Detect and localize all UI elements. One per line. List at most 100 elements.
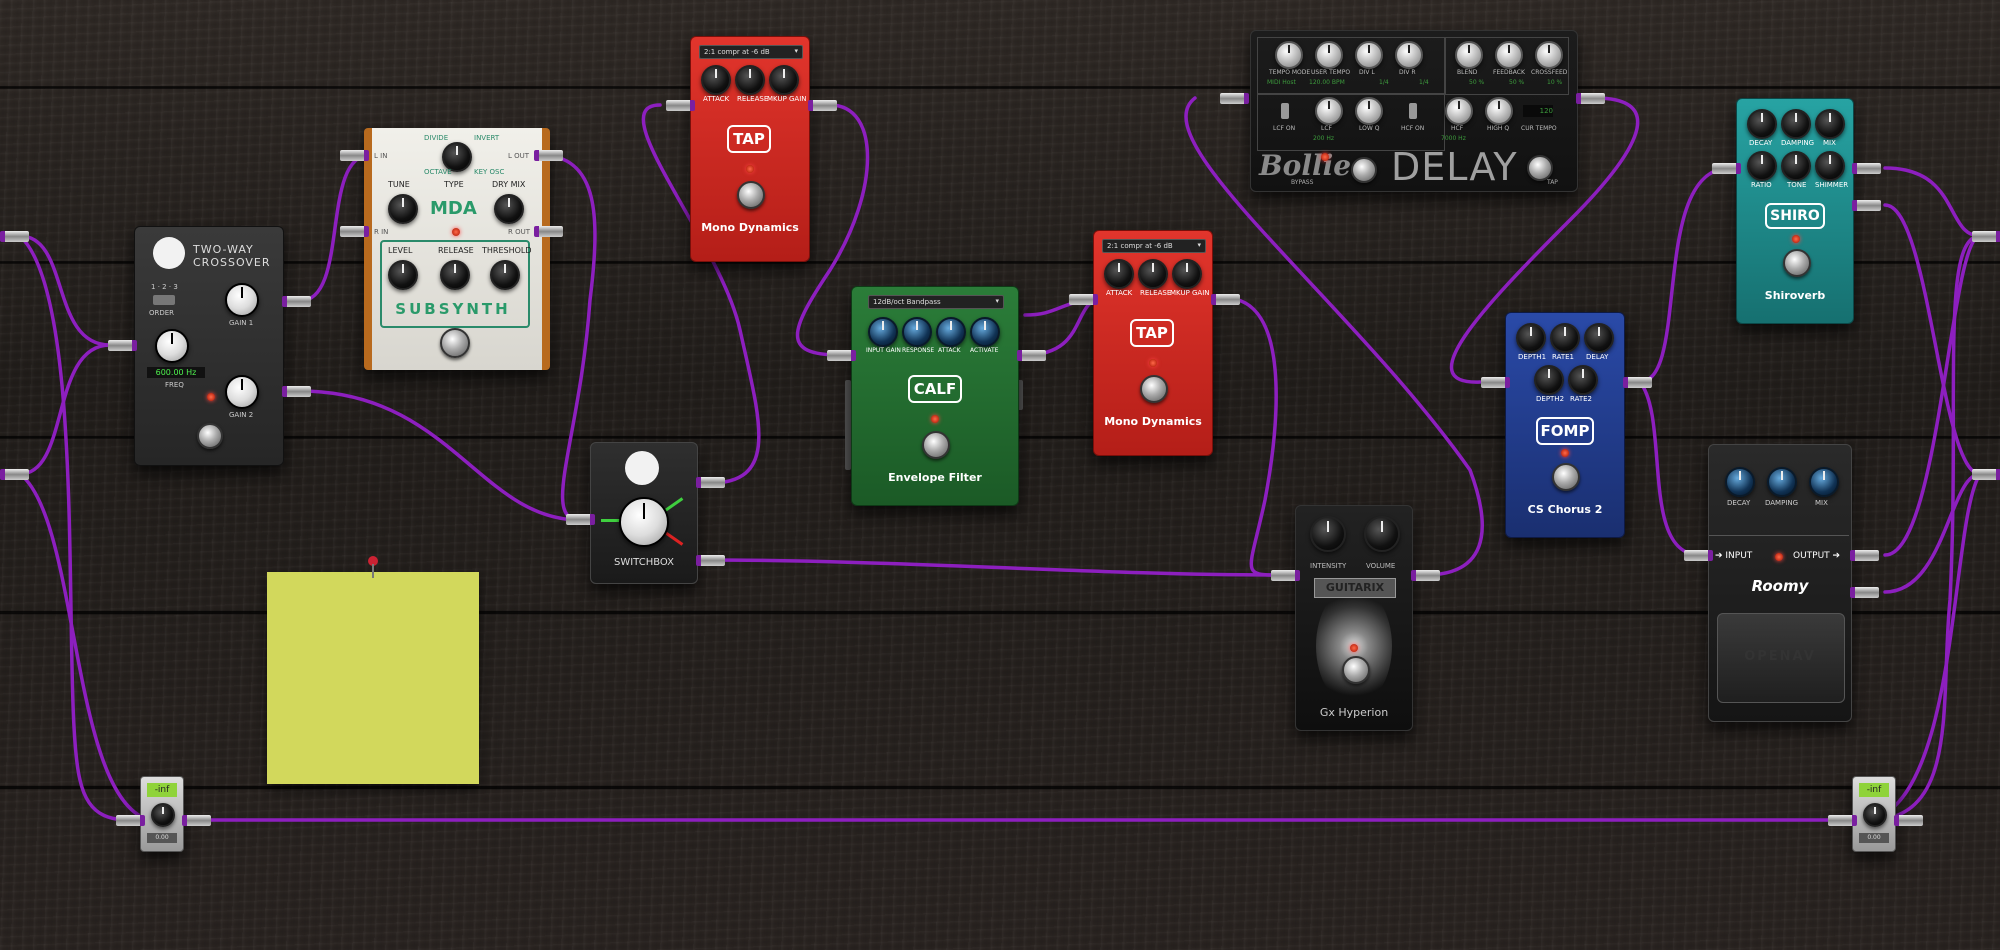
- calf-envelope-filter-pedal[interactable]: 12dB/oct Bandpass INPUT GAIN RESPONSE AT…: [851, 286, 1019, 506]
- input-level-meter[interactable]: -inf 0.00: [140, 776, 184, 852]
- hcf-knob[interactable]: [1445, 97, 1473, 125]
- output-meter-out-port[interactable]: [1894, 815, 1923, 826]
- calf-input-port[interactable]: [827, 350, 856, 361]
- roomy-output-port-1[interactable]: [1850, 550, 1879, 561]
- tune-knob[interactable]: [388, 194, 418, 224]
- input-meter-out-port[interactable]: [182, 815, 211, 826]
- subsynth-footswitch[interactable]: [440, 328, 470, 358]
- system-output-port-1[interactable]: [1972, 231, 2000, 242]
- output-meter-in-port[interactable]: [1828, 815, 1857, 826]
- system-input-port-1[interactable]: [0, 231, 29, 242]
- crossover-footswitch[interactable]: [197, 423, 223, 449]
- bollie-tap-footswitch[interactable]: [1527, 155, 1553, 181]
- level-knob[interactable]: [388, 260, 418, 290]
- roomy-footswitch[interactable]: [1717, 613, 1845, 703]
- crossover-output-port-1[interactable]: [282, 296, 311, 307]
- hcf-on-toggle[interactable]: [1409, 103, 1417, 119]
- lcf-knob[interactable]: [1315, 97, 1343, 125]
- high-q-knob[interactable]: [1485, 97, 1513, 125]
- calf-output-port[interactable]: [1017, 350, 1046, 361]
- system-output-port-2[interactable]: [1972, 469, 2000, 480]
- roomy-input-port[interactable]: [1684, 550, 1713, 561]
- user-tempo-knob[interactable]: [1315, 41, 1343, 69]
- drymix-knob[interactable]: [494, 194, 524, 224]
- calf-preset-select[interactable]: 12dB/oct Bandpass: [868, 295, 1004, 309]
- low-q-knob[interactable]: [1355, 97, 1383, 125]
- input-gain-knob[interactable]: [151, 803, 175, 827]
- sticky-note[interactable]: [267, 572, 479, 784]
- crossover-output-port-2[interactable]: [282, 386, 311, 397]
- two-way-crossover-pedal[interactable]: TWO-WAY CROSSOVER 1 · 2 · 3 ORDER GAIN 1…: [134, 226, 284, 466]
- subsynth-output-port-l[interactable]: [534, 150, 563, 161]
- output-level-meter[interactable]: -inf 0.00: [1852, 776, 1896, 852]
- crossover-input-port[interactable]: [108, 340, 137, 351]
- calf-response-knob[interactable]: [902, 317, 932, 347]
- bollie-bypass-footswitch[interactable]: [1351, 157, 1377, 183]
- tap2-preset-select[interactable]: 2:1 compr at -6 dB: [1102, 239, 1206, 253]
- switchbox-pedal[interactable]: SWITCHBOX: [590, 442, 698, 584]
- tap2-footswitch[interactable]: [1140, 375, 1168, 403]
- intensity-knob[interactable]: [1310, 516, 1346, 552]
- fomp-footswitch[interactable]: [1552, 463, 1580, 491]
- tap1-preset-select[interactable]: 2:1 compr at -6 dB: [699, 45, 803, 59]
- roomy-damping-knob[interactable]: [1767, 467, 1797, 497]
- tap-mono-dynamics-pedal-2[interactable]: 2:1 compr at -6 dB ATTACK RELEASE MKUP G…: [1093, 230, 1213, 456]
- shiroverb-pedal[interactable]: DECAY DAMPING MIX RATIO TONE SHIMMER SHI…: [1736, 98, 1854, 324]
- switchbox-output-port-1[interactable]: [696, 477, 725, 488]
- tap2-release-knob[interactable]: [1138, 259, 1168, 289]
- guitarix-footswitch[interactable]: [1342, 656, 1370, 684]
- roomy-pedal[interactable]: DECAY DAMPING MIX ➔ INPUT OUTPUT ➔ Roomy…: [1708, 444, 1852, 722]
- tap1-attack-knob[interactable]: [701, 65, 731, 95]
- shiro-ratio-knob[interactable]: [1747, 151, 1777, 181]
- fomp-output-port[interactable]: [1623, 377, 1652, 388]
- roomy-mix-knob[interactable]: [1809, 467, 1839, 497]
- roomy-decay-knob[interactable]: [1725, 467, 1755, 497]
- div-l-knob[interactable]: [1355, 41, 1383, 69]
- tap1-output-port[interactable]: [808, 100, 837, 111]
- shiro-mix-knob[interactable]: [1815, 109, 1845, 139]
- roomy-output-port-2[interactable]: [1850, 587, 1879, 598]
- shiro-damping-knob[interactable]: [1781, 109, 1811, 139]
- bollie-output-port[interactable]: [1576, 93, 1605, 104]
- release-knob[interactable]: [440, 260, 470, 290]
- calf-input-gain-knob[interactable]: [868, 317, 898, 347]
- tap1-footswitch[interactable]: [737, 181, 765, 209]
- shiro-shimmer-knob[interactable]: [1815, 151, 1845, 181]
- rate1-knob[interactable]: [1550, 323, 1580, 353]
- div-r-knob[interactable]: [1395, 41, 1423, 69]
- guitarix-output-port[interactable]: [1411, 570, 1440, 581]
- threshold-knob[interactable]: [490, 260, 520, 290]
- shiro-output-port-1[interactable]: [1852, 163, 1881, 174]
- depth1-knob[interactable]: [1516, 323, 1546, 353]
- guitarix-hyperion-pedal[interactable]: INTENSITY VOLUME GUITARIX Gx Hyperion: [1295, 505, 1413, 731]
- subsynth-input-port-r[interactable]: [340, 226, 369, 237]
- tap1-mkup-knob[interactable]: [769, 65, 799, 95]
- delay-knob[interactable]: [1584, 323, 1614, 353]
- blend-knob[interactable]: [1455, 41, 1483, 69]
- freq-knob[interactable]: [155, 329, 189, 363]
- lcf-on-toggle[interactable]: [1281, 103, 1289, 119]
- tap1-input-port[interactable]: [666, 100, 695, 111]
- gain2-knob[interactable]: [225, 375, 259, 409]
- shiro-input-port-1[interactable]: [1712, 163, 1741, 174]
- shiro-footswitch[interactable]: [1783, 249, 1811, 277]
- tap2-output-port[interactable]: [1211, 294, 1240, 305]
- fomp-input-port[interactable]: [1481, 377, 1510, 388]
- subsynth-output-port-r[interactable]: [534, 226, 563, 237]
- tap2-mkup-knob[interactable]: [1172, 259, 1202, 289]
- shiro-output-port-2[interactable]: [1852, 200, 1881, 211]
- tap1-release-knob[interactable]: [735, 65, 765, 95]
- volume-knob[interactable]: [1364, 516, 1400, 552]
- calf-attack-knob[interactable]: [936, 317, 966, 347]
- tap2-input-port[interactable]: [1069, 294, 1098, 305]
- subsynth-pedal[interactable]: DIVIDE INVERT OCTAVE KEY OSC TUNE TYPE D…: [364, 128, 550, 370]
- feedback-knob[interactable]: [1495, 41, 1523, 69]
- tempo-mode-knob[interactable]: [1275, 41, 1303, 69]
- order-switch[interactable]: [153, 295, 175, 305]
- subsynth-mode-knob[interactable]: [442, 142, 472, 172]
- bollie-input-port[interactable]: [1220, 93, 1249, 104]
- output-gain-knob[interactable]: [1863, 803, 1887, 827]
- input-meter-in-port[interactable]: [116, 815, 145, 826]
- bollie-delay-pedal[interactable]: TEMPO MODE USER TEMPO DIV L DIV R BLEND …: [1250, 30, 1578, 192]
- calf-activate-knob[interactable]: [970, 317, 1000, 347]
